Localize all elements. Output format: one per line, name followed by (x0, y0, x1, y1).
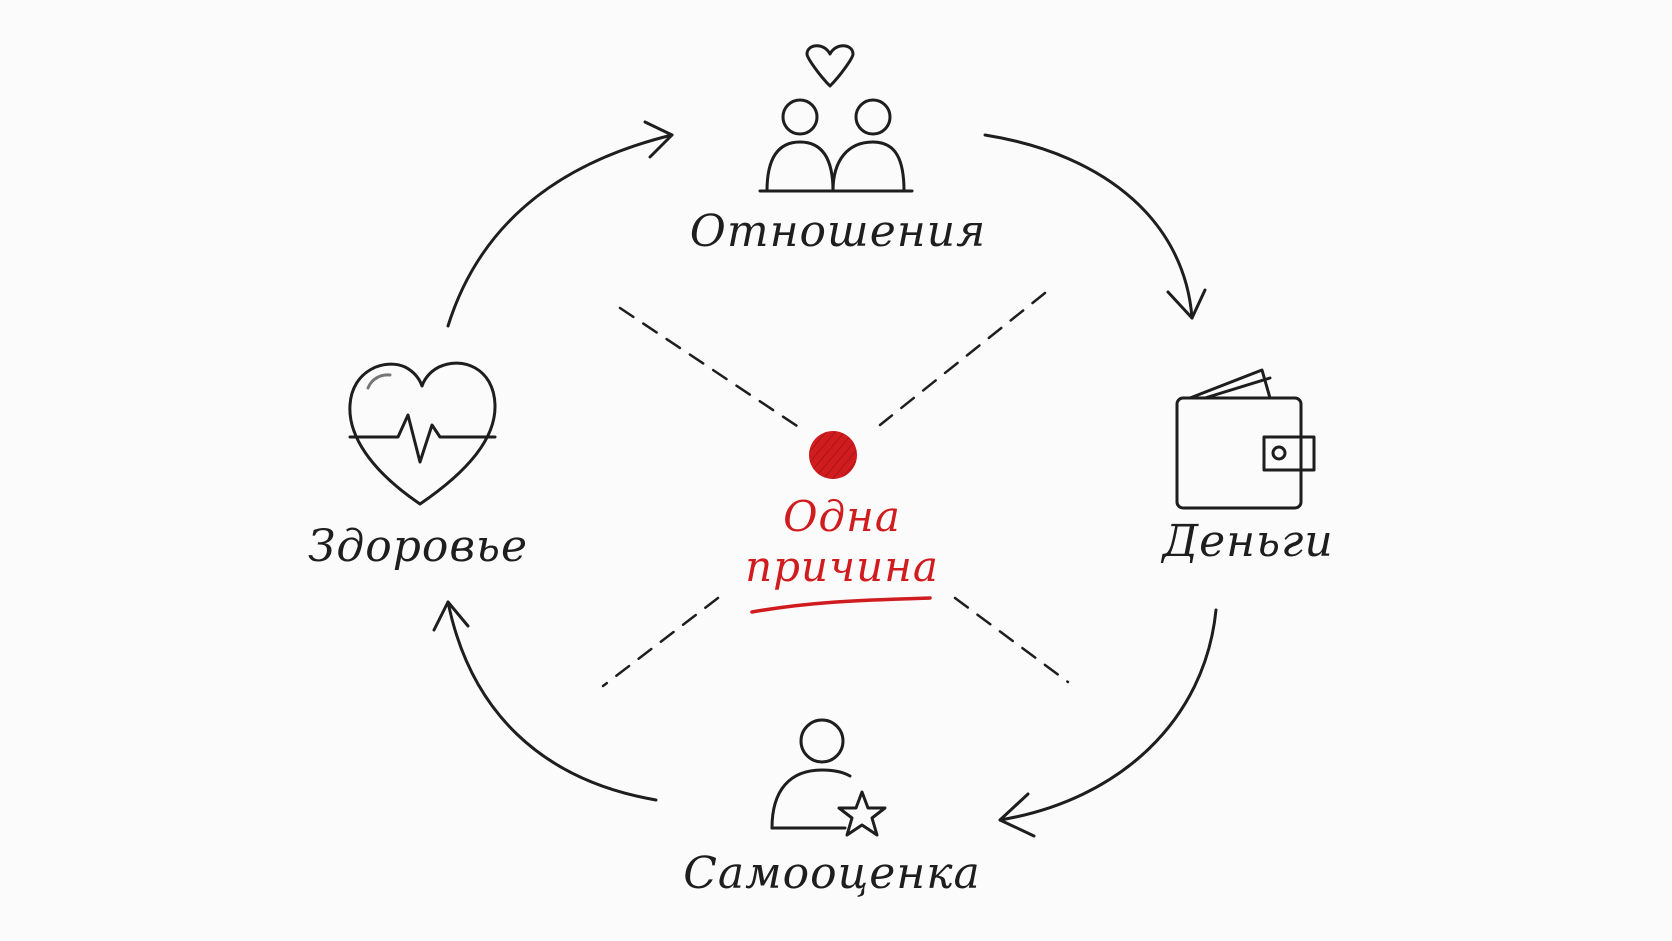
label-self-esteem: Самооценка (683, 848, 981, 899)
center-label-line1: Одна (783, 492, 901, 541)
center-underline (750, 596, 932, 614)
label-health: Здоровье (307, 521, 529, 572)
label-money: Деньги (1162, 516, 1334, 567)
dashed-line-bottom-right (953, 596, 1070, 684)
arrow-money-to-self-esteem (998, 608, 1218, 838)
arrow-relationships-to-money (983, 133, 1207, 320)
person-star-icon (770, 718, 887, 837)
wallet-icon (1175, 368, 1316, 510)
dashed-line-bottom-left (601, 596, 720, 688)
dashed-line-top-right (878, 291, 1047, 427)
heart-pulse-icon (348, 361, 497, 506)
center-dot (809, 431, 857, 479)
dashed-line-top-left (618, 306, 802, 430)
label-relationships: Отношения (689, 206, 987, 257)
center-label-line2: причина (745, 542, 939, 591)
center-label: Одна причина (745, 492, 939, 592)
people-heart-icon (758, 44, 914, 193)
arrow-self-esteem-to-health (432, 600, 658, 802)
arrow-health-to-relationships (446, 120, 674, 328)
